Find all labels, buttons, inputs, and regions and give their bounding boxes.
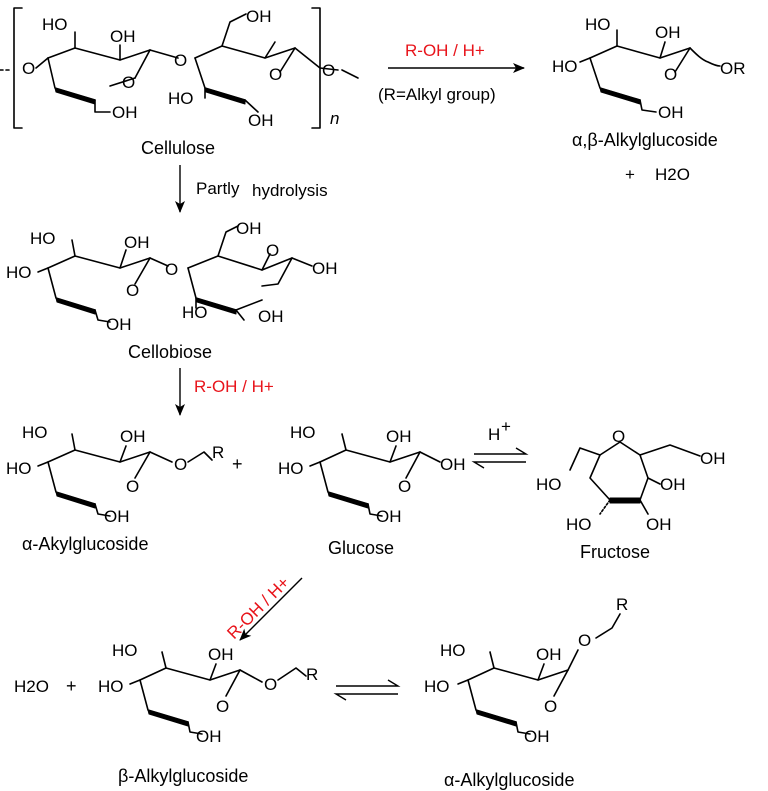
atom-oh: OH [248, 111, 274, 130]
equilibrium-arrows-bottom [333, 679, 401, 701]
water-top: H2O [655, 165, 690, 184]
atom-oh: OH [246, 7, 272, 26]
atom-oh: OH [236, 219, 262, 238]
atom-ring-o: O [398, 477, 411, 496]
label-fructose: Fructose [580, 542, 650, 562]
atom-oh: OH [208, 645, 234, 664]
atom-r: R [616, 595, 628, 614]
alkylglucoside-top-structure: HO OH HO O OH OR [552, 15, 746, 122]
label-glucose: Glucose [328, 538, 394, 558]
repeat-n: n [330, 109, 339, 128]
atom-ho: HO [290, 423, 316, 442]
atom-or: OR [720, 59, 746, 78]
beta-alkylglucoside-structure: HO OH HO O OH O R [98, 641, 318, 746]
glucose-structure: HO OH HO O OH OH [278, 423, 466, 526]
atom-ho: HO [424, 677, 450, 696]
atom-ring-o: O [544, 697, 557, 716]
alpha-akylglucoside-structure: HO OH HO O OH O R [6, 423, 224, 526]
atom-o: O [22, 59, 35, 78]
atom-o: O [264, 675, 277, 694]
atom-ho: HO [112, 641, 138, 660]
plus-top: + [625, 165, 635, 184]
atom-ho: HO [552, 57, 578, 76]
atom-oh: OH [104, 507, 130, 526]
atom-ring-o: O [216, 697, 229, 716]
left-bracket [13, 7, 23, 129]
atom-oh: OH [312, 259, 338, 278]
atom-ring-o: O [269, 65, 282, 84]
label-cellulose: Cellulose [141, 138, 215, 158]
cellobiose-structure: HO OH HO O OH O OH O OH HO OH [6, 219, 338, 334]
atom-oh: OH [660, 475, 686, 494]
atom-ho: HO [182, 303, 208, 322]
atom-oh: OH [536, 645, 562, 664]
cellulose-structure: HO OH O O OH O OH O HO OH O n [0, 7, 359, 130]
reagent-h: H [488, 425, 500, 444]
reagent-top: R-OH / H+ [405, 41, 485, 60]
arrow-diagonal [239, 577, 303, 641]
water-bottom: H2O [14, 677, 49, 696]
atom-ho: HO [585, 15, 611, 34]
atom-o: O [578, 631, 591, 650]
atom-ring-o: O [266, 241, 279, 260]
atom-o: O [322, 61, 335, 80]
atom-oh: OH [106, 315, 132, 334]
plus-bottom: + [66, 676, 77, 696]
atom-ho: HO [6, 459, 32, 478]
atom-bridge-o: O [165, 260, 178, 279]
atom-ho: HO [536, 475, 562, 494]
reagent-partly: Partly [196, 179, 240, 198]
atom-ho: HO [566, 515, 592, 534]
atom-oh: OH [258, 307, 284, 326]
atom-ring-o: O [664, 65, 677, 84]
label-alpha-alkylglucoside-bottom: α-Alkylglucoside [444, 770, 574, 790]
atom-ho: HO [168, 89, 194, 108]
atom-oh: OH [440, 455, 466, 474]
atom-oh: OH [700, 449, 726, 468]
atom-ho: HO [6, 263, 32, 282]
atom-r: R [306, 665, 318, 684]
reagent-hydrolysis: hydrolysis [252, 181, 328, 200]
reagent-h-sup: + [501, 417, 511, 436]
atom-ho: HO [278, 459, 304, 478]
label-beta-alkylglucoside: β-Alkylglucoside [118, 766, 248, 786]
atom-oh: OH [124, 233, 150, 252]
atom-bridge-o: O [174, 51, 187, 70]
atom-ho: HO [22, 423, 48, 442]
reagent-second: R-OH / H+ [194, 377, 274, 396]
plus-mid: + [232, 454, 243, 474]
atom-ring-o: O [122, 73, 135, 92]
atom-r: R [212, 443, 224, 462]
atom-oh: OH [196, 727, 222, 746]
label-alpha-beta-alkylglucoside: α,β-Alkylglucoside [572, 130, 718, 150]
atom-oh: OH [646, 515, 672, 534]
atom-ring-o: O [126, 281, 139, 300]
label-cellobiose: Cellobiose [128, 342, 212, 362]
reagent-diagonal: R-OH / H+ [223, 573, 293, 643]
atom-ho: HO [30, 229, 56, 248]
atom-ring-o: O [126, 477, 139, 496]
equilibrium-arrows-mid [471, 447, 529, 469]
atom-ho: HO [42, 15, 68, 34]
alpha-alkylglucoside-bottom-structure: HO OH HO O OH O R [424, 595, 628, 746]
atom-ring-o: O [612, 427, 625, 446]
atom-oh: OH [110, 27, 136, 46]
atom-oh: OH [524, 727, 550, 746]
reagent-top-note: (R=Alkyl group) [378, 85, 496, 104]
fructose-structure: O OH HO OH HO OH [536, 427, 726, 534]
atom-oh: OH [376, 507, 402, 526]
atom-oh: OH [386, 427, 412, 446]
atom-ho: HO [440, 641, 466, 660]
atom-oh: OH [112, 103, 138, 122]
atom-oh: OH [120, 427, 146, 446]
atom-oh: OH [655, 23, 681, 42]
atom-ho: HO [98, 677, 124, 696]
atom-o: O [174, 455, 187, 474]
label-alpha-akylglucoside: α-Akylglucoside [22, 534, 148, 554]
atom-oh: OH [658, 103, 684, 122]
